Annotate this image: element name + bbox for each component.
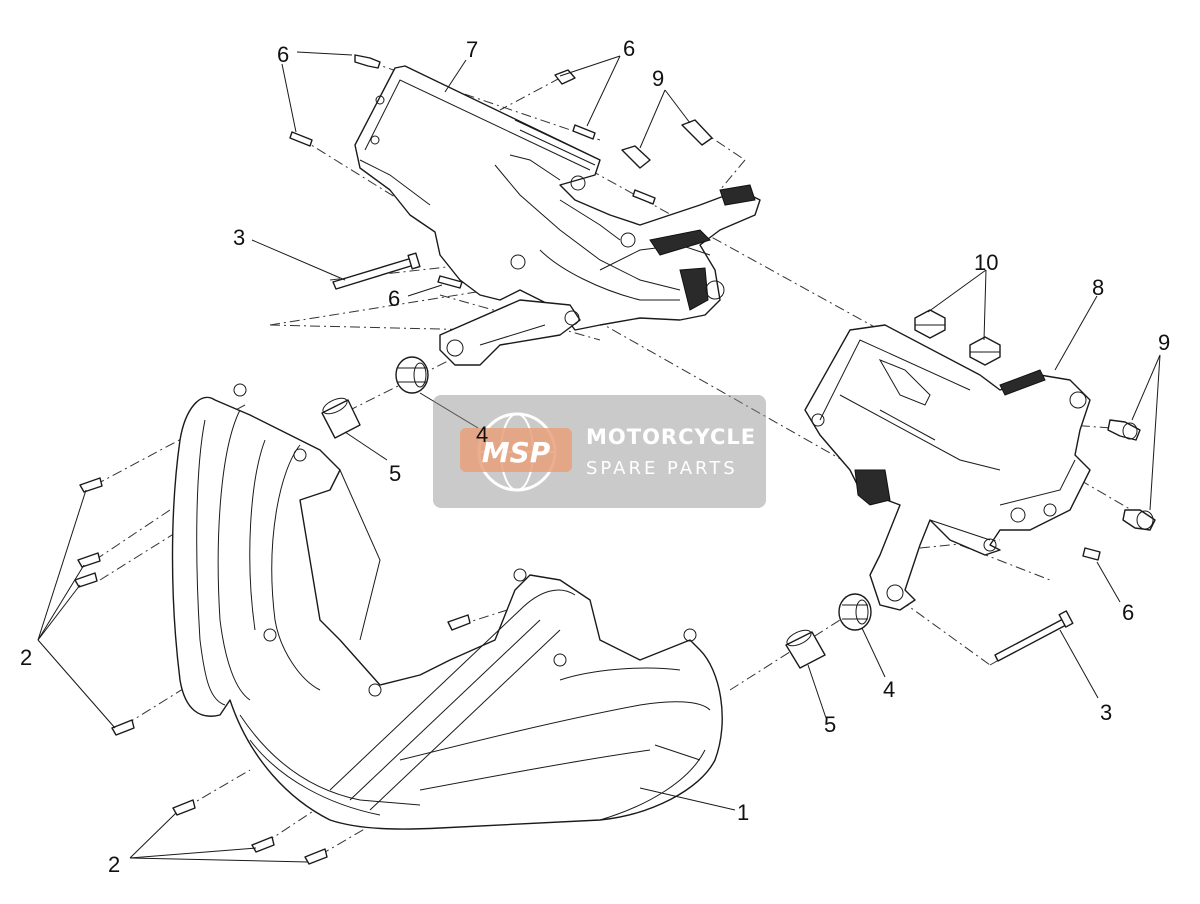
- callout-4: 4: [476, 422, 488, 447]
- watermark-logo-badge: [460, 428, 572, 472]
- callout-8: 8: [1092, 275, 1104, 300]
- side-bracket: [804, 324, 1091, 611]
- callout-5: 5: [389, 461, 401, 486]
- callout-1: 1: [737, 800, 749, 825]
- grommets: [395, 356, 872, 631]
- headlight-assembly: [171, 383, 723, 830]
- spacers: [321, 397, 826, 669]
- callout-6: 6: [277, 42, 289, 67]
- callout-6: 6: [1122, 600, 1134, 625]
- watermark-logo: MSP: [482, 436, 551, 469]
- watermark-subtitle: SPARE PARTS: [586, 458, 738, 479]
- callout-3: 3: [1100, 700, 1112, 725]
- callout-10: 10: [974, 250, 998, 275]
- watermark: MSP MOTORCYCLE SPARE PARTS: [433, 395, 766, 508]
- watermark-title: MOTORCYCLE: [586, 425, 756, 449]
- screws: [74, 54, 1156, 865]
- callout-5: 5: [824, 712, 836, 737]
- callout-6: 6: [388, 286, 400, 311]
- callout-2: 2: [20, 645, 32, 670]
- upper-support-bracket: [354, 65, 761, 366]
- callout-4: 4: [883, 677, 895, 702]
- callout-7: 7: [466, 37, 478, 62]
- long-bolts: [332, 252, 1074, 662]
- callout-2: 2: [108, 852, 120, 877]
- callout-9: 9: [1158, 330, 1170, 355]
- leader-lines: [37, 51, 1161, 863]
- callout-9: 9: [652, 66, 664, 91]
- callout-6: 6: [623, 36, 635, 61]
- callout-3: 3: [233, 225, 245, 250]
- nuts: [914, 309, 1001, 366]
- callout-labels: 6 7 6 9 3 6 10 8 9 4 5 6 4 5 3 1 2 2: [20, 36, 1170, 877]
- watermark-panel: [433, 395, 766, 508]
